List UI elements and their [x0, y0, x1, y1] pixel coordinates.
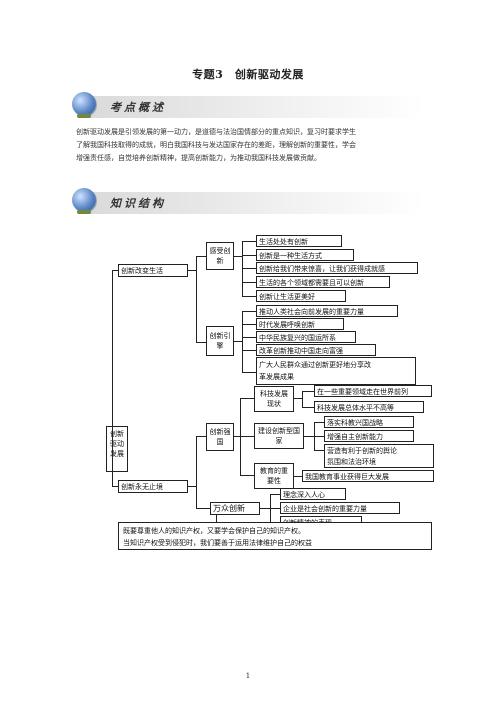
connector: [112, 270, 118, 271]
leaf-item: 广大人民群众通过创新更好地分享改 革发展成果: [256, 357, 416, 385]
leaf-item: 增强自主创新能力: [324, 430, 414, 442]
connector: [242, 282, 256, 283]
leaf-item: 时代发展呼唤创新: [256, 318, 344, 330]
leaf-item: 生活处处有创新: [256, 235, 342, 247]
leaf-item: 营造有利于创新的舆论 氛围和法治环境: [324, 444, 434, 468]
connector: [304, 436, 314, 437]
connector: [302, 407, 314, 408]
connector: [242, 241, 243, 297]
connector: [294, 398, 302, 399]
bottom-note-line: 当知识产权受到侵犯时，我们要善于运用法律维护自己的权益: [123, 539, 312, 547]
node-mass-innovation: 万众创新: [210, 502, 260, 515]
connector: [240, 475, 254, 476]
connector: [314, 436, 324, 437]
connector: [260, 508, 270, 509]
connector: [242, 296, 256, 297]
leaf-item: 创新是一种生活方式: [256, 249, 354, 261]
section-label: 考点概述: [110, 101, 166, 114]
globe-icon: [72, 92, 96, 116]
connector: [196, 342, 206, 343]
intro-line: 了解我国科技取得的成就，明白我国科技与发达国家存在的差距，理解创新的重要性，学会: [76, 141, 356, 149]
connector: [242, 372, 256, 373]
leaf-item-line: 氛围和法治环境: [327, 458, 376, 466]
globe-stand: [77, 114, 91, 118]
connector: [234, 436, 240, 437]
intro-line: 增强责任感，自觉培养创新精神，提高创新能力，为推动我国科技发展做贡献。: [76, 154, 321, 162]
connector: [242, 311, 243, 373]
leaf-item: 在一些重要领域走在世界前列: [314, 385, 432, 397]
connector: [196, 256, 206, 257]
connector: [240, 398, 254, 399]
connector: [242, 337, 256, 338]
node-importance-of-education: 教育的重要性: [254, 463, 294, 489]
connector: [302, 391, 303, 407]
section-header-kaodian: 考点概述: [72, 92, 425, 118]
leaf-item: 创新让生活更美好: [256, 290, 346, 302]
leaf-item: 推动人类社会向前发展的重要力量: [256, 305, 398, 317]
node-tech-status: 科技发展现状: [254, 386, 294, 412]
connector: [216, 515, 217, 522]
connector: [196, 508, 210, 509]
leaf-item: 中华民族复兴的国运所系: [256, 331, 356, 343]
branch-innovation-endless: 创新永无止境: [118, 480, 188, 493]
connector: [234, 256, 242, 257]
connector: [314, 422, 324, 423]
connector: [242, 268, 256, 269]
connector: [240, 436, 254, 437]
leaf-item: 创新给我们带来惊喜，让我们获得成就感: [256, 262, 418, 274]
node-innovation-engine: 创新引擎: [206, 326, 234, 356]
connector: [270, 508, 280, 509]
leaf-item-line: 革发展成果: [259, 373, 294, 381]
connector: [188, 486, 196, 487]
connector: [112, 270, 113, 486]
connector: [196, 256, 197, 342]
leaf-item: 改革创新推动中国走向富强: [256, 344, 376, 356]
node-innovation-strong-nation: 创新强国: [206, 423, 234, 451]
connector: [242, 241, 256, 242]
globe-stand: [77, 210, 91, 214]
bottom-note-line: 既要尊重他人的知识产权，又要学会保护自己的知识产权。: [123, 527, 305, 535]
branch-innovation-changes-life: 创新改变生活: [118, 264, 188, 277]
bottom-note-ip: 既要尊重他人的知识产权，又要学会保护自己的知识产权。 当知识产权受到侵犯时，我们…: [118, 522, 432, 550]
diagram-root: 创新驱动发展: [106, 426, 128, 472]
connector: [242, 350, 256, 351]
connector: [302, 391, 314, 392]
connector: [112, 486, 118, 487]
connector: [242, 324, 256, 325]
leaf-item: 理念深入人心: [280, 488, 346, 500]
connector: [242, 311, 256, 312]
node-build-innovative-nation: 建设创新型国家: [254, 423, 304, 449]
globe-icon: [72, 188, 96, 212]
section-label: 知识结构: [110, 197, 166, 210]
leaf-item: 我国教育事业获得巨大发展: [302, 470, 434, 482]
leaf-item: 落实科教兴国战略: [324, 416, 414, 428]
connector: [270, 494, 280, 495]
leaf-item: 科技发展总体水平不高等: [314, 401, 424, 413]
intro-line: 创新驱动发展是引领发展的第一动力，是道德与法治国情部分的重点知识，复习时要求学生: [76, 128, 356, 136]
leaf-item-line: 营造有利于创新的舆论: [327, 447, 397, 455]
connector: [294, 476, 302, 477]
connector: [234, 341, 242, 342]
connector: [314, 450, 324, 451]
connector: [196, 436, 197, 508]
leaf-item-line: 广大人民群众通过创新更好地分享改: [259, 361, 371, 369]
page-number: 1: [245, 672, 251, 680]
leaf-item: 生活的各个领域都需要且可以创新: [256, 276, 390, 288]
leaf-item: 企业是社会创新的重要力量: [280, 502, 400, 514]
connector: [242, 255, 256, 256]
intro-text: 创新驱动发展是引领发展的第一动力，是道德与法治国情部分的重点知识，复习时要求学生…: [76, 126, 434, 165]
connector: [196, 436, 206, 437]
node-feel-innovation: 感受创新: [206, 242, 234, 270]
section-header-zhishi: 知识结构: [72, 188, 425, 214]
connector: [188, 270, 196, 271]
page-title: 专题3 创新驱动发展: [192, 68, 304, 81]
